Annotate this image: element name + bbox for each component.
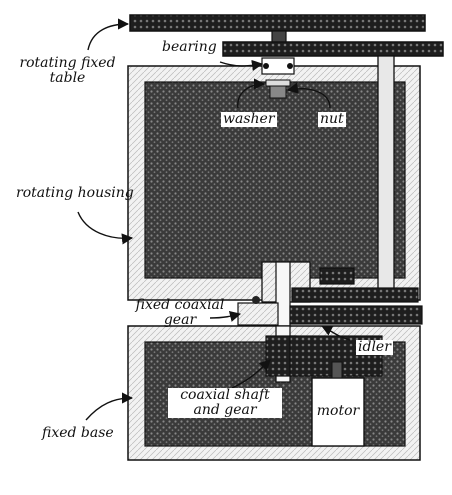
small-upper-gear: [319, 267, 355, 285]
arrow-rotating-housing: [77, 211, 134, 245]
idler-top-gear: [291, 287, 419, 303]
motor-body: [311, 377, 365, 447]
label-fixed-coaxial-gear: fixed coaxial gear: [135, 297, 225, 328]
arrow-coaxial-shaft-and-gear: [231, 359, 271, 389]
nut-shape: [269, 85, 287, 99]
motor-shaft: [331, 361, 343, 379]
top-gear: [222, 41, 444, 57]
label-motor: motor: [316, 403, 360, 419]
fixed-coaxial-gear-collar: [237, 302, 279, 326]
label-washer: washer: [221, 111, 277, 127]
label-nut: nut: [318, 111, 346, 127]
washer-shape: [265, 79, 291, 87]
idler-gear: [289, 305, 423, 325]
label-bearing: bearing: [160, 39, 219, 55]
arrow-washer: [237, 78, 266, 109]
arrow-idler: [320, 325, 351, 341]
label-idler: idler: [356, 339, 393, 355]
arrow-nut: [286, 82, 331, 109]
arrow-fixed-base: [85, 392, 134, 421]
label-fixed-base: fixed base: [42, 425, 114, 441]
arrow-rotating-fixed-table: [87, 18, 130, 51]
collar-bolt: [252, 296, 260, 304]
arrow-fixed-coaxial-gear: [209, 311, 242, 322]
arrow-bearing: [219, 59, 264, 71]
bearing-ball-right: [287, 63, 293, 69]
label-coaxial-shaft-and-gear: coaxial shaft and gear: [168, 388, 282, 418]
label-rotating-housing: rotating housing: [16, 185, 134, 201]
label-rotating-fixed-table: rotating fixed table: [19, 55, 116, 86]
bearing-ball-left: [263, 63, 269, 69]
rotating-fixed-table-plate: [129, 14, 426, 32]
vertical-idler-shaft: [377, 55, 395, 297]
